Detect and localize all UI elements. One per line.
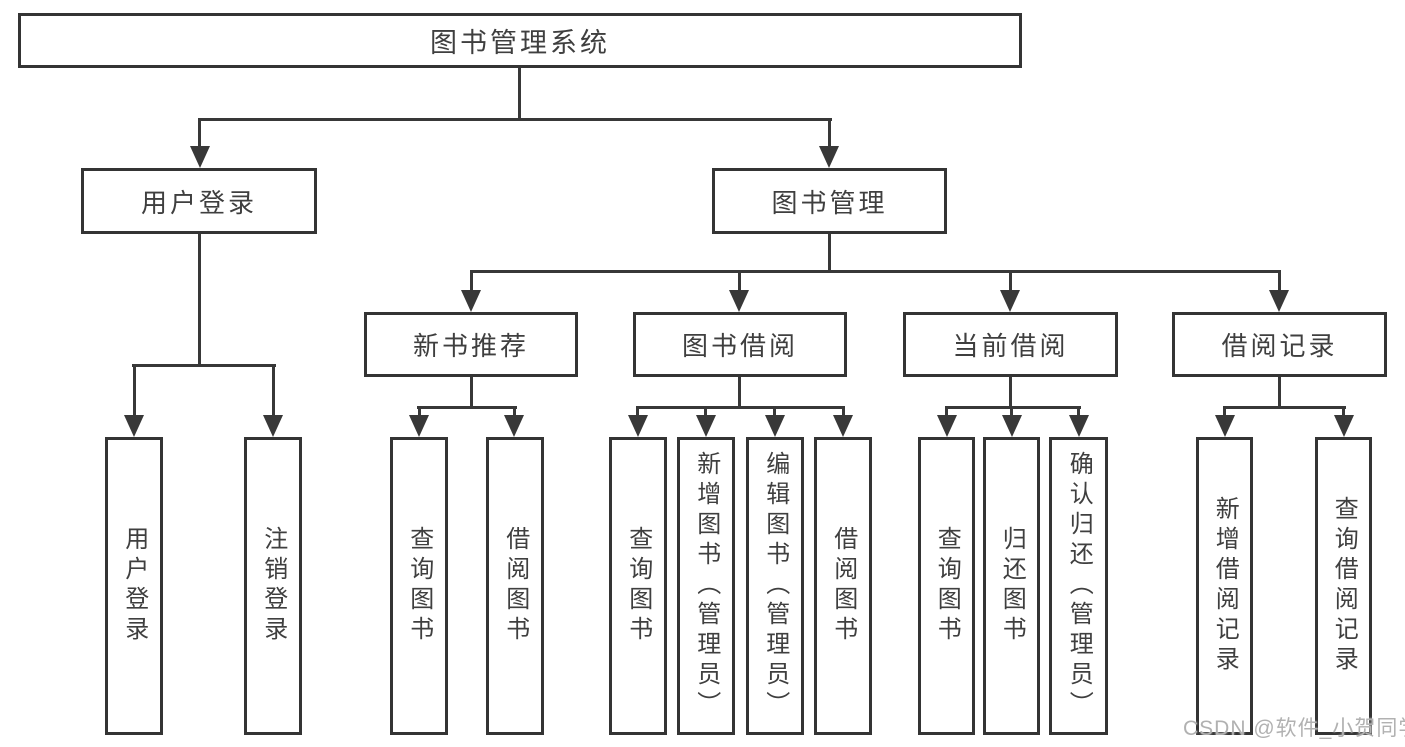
connector-line — [636, 406, 845, 409]
connector-line — [828, 118, 831, 148]
connector-line — [842, 406, 845, 418]
connector-line — [738, 270, 741, 292]
arrow-down-icon — [1215, 415, 1235, 437]
node-borrowing-records: 借阅记录 — [1172, 312, 1387, 377]
node-library-system: 图书管理系统 — [18, 13, 1022, 68]
connector-line — [470, 377, 473, 409]
arrow-down-icon — [628, 415, 648, 437]
connector-line — [198, 234, 201, 366]
arrow-down-icon — [190, 146, 210, 168]
connector-line — [1342, 406, 1345, 418]
arrow-down-icon — [1269, 290, 1289, 312]
arrow-down-icon — [696, 415, 716, 437]
connector-line — [417, 406, 517, 409]
leaf-edit-books-admin: 编辑图书（管理员） — [746, 437, 804, 735]
node-current-borrowing: 当前借阅 — [903, 312, 1118, 377]
connector-line — [1077, 406, 1080, 418]
arrow-down-icon — [729, 290, 749, 312]
leaf-confirm-return-admin: 确认归还（管理员） — [1049, 437, 1108, 735]
arrow-down-icon — [765, 415, 785, 437]
connector-line — [1278, 270, 1281, 292]
node-book-borrowing: 图书借阅 — [633, 312, 847, 377]
arrow-down-icon — [1002, 415, 1022, 437]
connector-line — [518, 68, 521, 121]
connector-line — [133, 364, 136, 416]
leaf-borrow-books-recommend: 借阅图书 — [486, 437, 544, 735]
node-book-management: 图书管理 — [712, 168, 947, 234]
arrow-down-icon — [819, 146, 839, 168]
leaf-add-borrow-record: 新增借阅记录 — [1196, 437, 1253, 735]
connector-line — [470, 270, 1280, 273]
arrow-down-icon — [937, 415, 957, 437]
arrow-down-icon — [504, 415, 524, 437]
connector-line — [1223, 406, 1226, 418]
arrow-down-icon — [124, 415, 144, 437]
connector-line — [513, 406, 516, 418]
connector-line — [198, 118, 832, 121]
leaf-add-books-admin: 新增图书（管理员） — [677, 437, 735, 735]
arrow-down-icon — [1000, 290, 1020, 312]
connector-line — [132, 364, 276, 367]
leaf-user-login: 用户登录 — [105, 437, 163, 735]
connector-line — [1223, 406, 1346, 409]
connector-line — [945, 406, 948, 418]
leaf-logout: 注销登录 — [244, 437, 302, 735]
watermark-text: CSDN @软件_小贺同学 — [1183, 717, 1405, 740]
leaf-query-books-borrowing: 查询图书 — [609, 437, 667, 735]
arrow-down-icon — [461, 290, 481, 312]
connector-line — [636, 406, 639, 418]
node-user-login: 用户登录 — [81, 168, 317, 234]
connector-line — [1009, 270, 1012, 292]
connector-line — [1010, 406, 1013, 418]
connector-line — [738, 377, 741, 409]
leaf-borrow-books-borrowing: 借阅图书 — [814, 437, 872, 735]
connector-line — [1009, 377, 1012, 409]
node-new-book-recommend: 新书推荐 — [364, 312, 578, 377]
arrow-down-icon — [1069, 415, 1089, 437]
arrow-down-icon — [1334, 415, 1354, 437]
connector-line — [272, 364, 275, 416]
leaf-return-books: 归还图书 — [983, 437, 1040, 735]
arrow-down-icon — [263, 415, 283, 437]
arrow-down-icon — [409, 415, 429, 437]
leaf-query-books-current: 查询图书 — [918, 437, 975, 735]
connector-line — [773, 406, 776, 418]
connector-line — [1278, 377, 1281, 409]
leaf-query-borrow-record: 查询借阅记录 — [1315, 437, 1372, 735]
connector-line — [704, 406, 707, 418]
connector-line — [198, 118, 201, 148]
arrow-down-icon — [833, 415, 853, 437]
connector-line — [470, 270, 473, 292]
leaf-query-books-recommend: 查询图书 — [390, 437, 448, 735]
connector-line — [945, 406, 1081, 409]
connector-line — [828, 234, 831, 273]
connector-line — [418, 406, 421, 418]
